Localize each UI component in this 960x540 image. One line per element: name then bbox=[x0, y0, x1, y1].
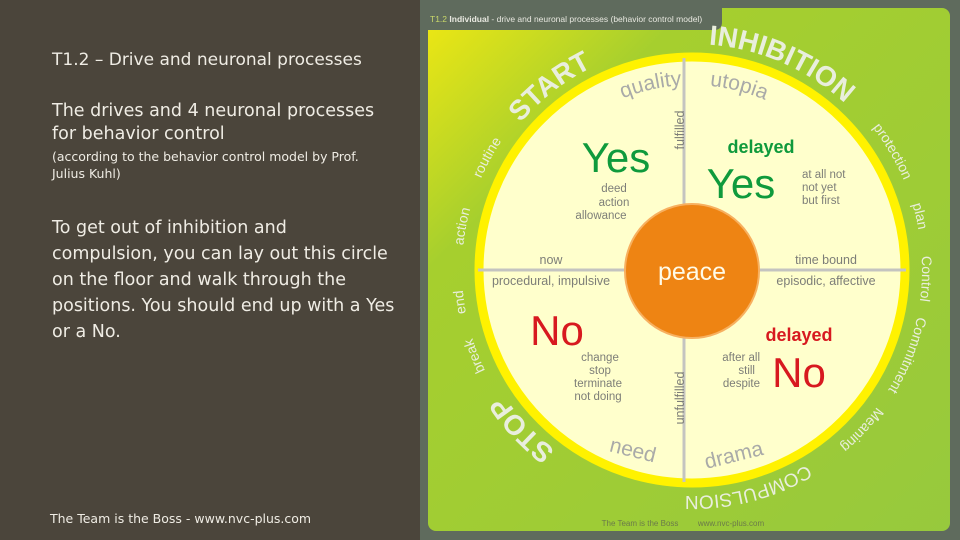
yes-sub: deed bbox=[601, 183, 627, 195]
delayed-no-sub: after all bbox=[722, 352, 760, 364]
yes-sub: action bbox=[599, 197, 630, 209]
label-peace: peace bbox=[658, 258, 726, 286]
label-time-bound: time bound bbox=[795, 253, 857, 267]
label-control: Control bbox=[917, 256, 935, 303]
label-delayed-yes: delayed bbox=[727, 137, 794, 157]
svg-text:end: end bbox=[450, 290, 469, 316]
label-episodic: episodic, affective bbox=[776, 274, 875, 288]
axis-labels: fulfilled unfulfilled now procedural, im… bbox=[492, 111, 876, 425]
svg-text:Control: Control bbox=[917, 256, 935, 303]
slide-body: To get out of inhibition and compulsion,… bbox=[52, 218, 395, 342]
label-end: end bbox=[450, 290, 469, 316]
diagram-footer-left: The Team is the Boss bbox=[602, 519, 679, 528]
label-fulfilled: fulfilled bbox=[673, 111, 687, 150]
delayed-yes-sub: at all not bbox=[802, 169, 846, 181]
label-unfulfilled: unfulfilled bbox=[673, 372, 687, 425]
no-sub: terminate bbox=[574, 378, 622, 390]
label-action: action bbox=[450, 205, 473, 245]
slide-title: T1.2 – Drive and neuronal processes bbox=[52, 50, 362, 70]
label-no: No bbox=[530, 307, 584, 354]
label-delayed-yes-word: Yes bbox=[707, 160, 776, 207]
label-yes: Yes bbox=[582, 134, 651, 181]
yes-sub: allowance bbox=[575, 210, 626, 222]
subtitle-note: (according to the behavior control model… bbox=[52, 149, 359, 181]
quadrant-answers: Yes deed action allowance delayed Yes at… bbox=[530, 134, 846, 403]
label-now: now bbox=[540, 253, 564, 267]
header-tab bbox=[420, 0, 722, 30]
no-sub: change bbox=[581, 352, 619, 364]
slide-text-panel: T1.2 – Drive and neuronal processes The … bbox=[0, 0, 420, 540]
no-sub: stop bbox=[589, 365, 611, 377]
svg-text:action: action bbox=[450, 205, 473, 245]
diagram-panel: T1.2 Individual - drive and neuronal pro… bbox=[420, 0, 960, 540]
behavior-control-diagram: T1.2 Individual - drive and neuronal pro… bbox=[420, 0, 950, 531]
slide-subtitle: The drives and 4 neuronal processes for … bbox=[52, 100, 392, 182]
diagram-footer-right: www.nvc-plus.com bbox=[697, 519, 765, 528]
label-plan: plan bbox=[910, 201, 932, 231]
delayed-yes-sub: but first bbox=[802, 195, 841, 207]
label-delayed-no-word: No bbox=[772, 349, 826, 396]
label-procedural: procedural, impulsive bbox=[492, 274, 610, 288]
subtitle-text: The drives and 4 neuronal processes for … bbox=[52, 101, 375, 144]
diagram-header: T1.2 Individual - drive and neuronal pro… bbox=[430, 14, 702, 24]
slide-footer: The Team is the Boss - www.nvc-plus.com bbox=[50, 511, 312, 526]
label-delayed-no: delayed bbox=[765, 325, 832, 345]
delayed-yes-sub: not yet bbox=[802, 182, 837, 194]
delayed-no-sub: still bbox=[738, 365, 755, 377]
delayed-no-sub: despite bbox=[723, 378, 760, 390]
svg-text:plan: plan bbox=[910, 201, 932, 231]
no-sub: not doing bbox=[574, 391, 621, 403]
peace-circle bbox=[624, 203, 760, 339]
